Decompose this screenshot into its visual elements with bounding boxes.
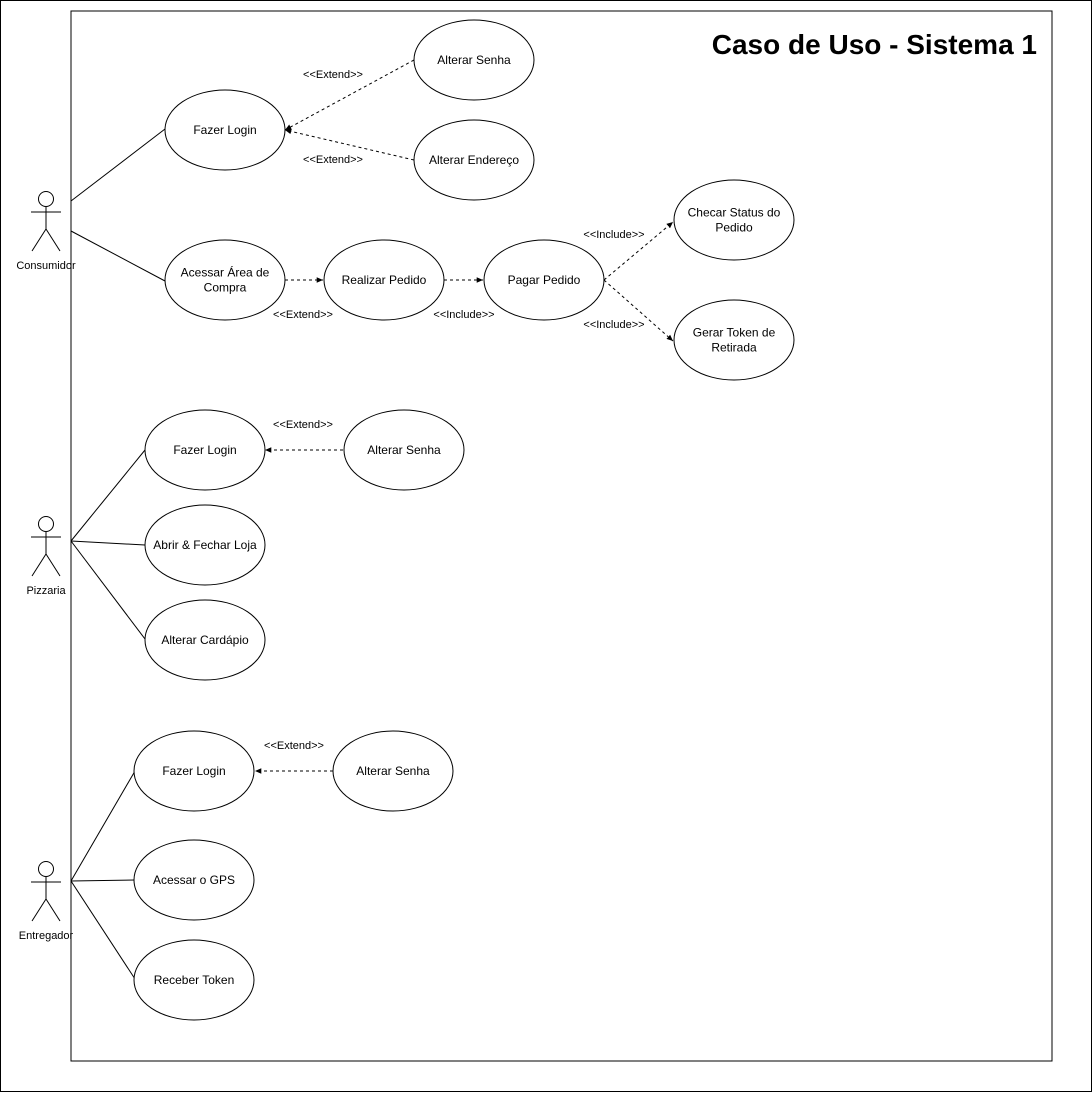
use-case-c-alterar-endereco[interactable]: Alterar Endereço xyxy=(413,119,535,201)
actor-entregador[interactable] xyxy=(31,861,61,922)
stereo-include-pedido-pagar: <<Include>> xyxy=(433,309,494,321)
use-case-ellipse xyxy=(133,730,255,812)
use-case-label: Receber Token xyxy=(154,973,235,987)
associations xyxy=(70,128,166,980)
use-case-label: Realizar Pedido xyxy=(342,273,427,287)
use-case-ellipse xyxy=(332,730,454,812)
use-case-label: Alterar Senha xyxy=(367,443,441,457)
use-case-p-alterar-senha[interactable]: Alterar Senha xyxy=(343,409,465,491)
use-case-p-abrir-fechar[interactable]: Abrir & Fechar Loja xyxy=(144,504,266,586)
assoc-pizzaria-cardapio xyxy=(70,540,146,640)
use-case-label: Alterar Senha xyxy=(437,53,511,67)
stereo-include-token: <<Include>> xyxy=(583,319,644,331)
stereo-extend-c-senha: <<Extend>> xyxy=(303,69,363,81)
system-boundary xyxy=(70,10,1053,1062)
use-case-c-alterar-senha[interactable]: Alterar Senha xyxy=(413,19,535,101)
use-case-ellipse xyxy=(164,239,286,321)
use-case-label: Acessar Área de xyxy=(181,265,270,280)
use-case-label: Acessar o GPS xyxy=(153,873,235,887)
use-case-ellipse xyxy=(144,504,266,586)
use-case-p-alterar-cardapio[interactable]: Alterar Cardápio xyxy=(144,599,266,681)
assoc-consumidor-login xyxy=(70,128,166,202)
use-case-c-realizar-pedido[interactable]: Realizar Pedido xyxy=(323,239,445,321)
use-case-label: Alterar Cardápio xyxy=(161,633,249,647)
extend-c-endereco-login xyxy=(284,128,415,161)
use-case-label: Compra xyxy=(204,281,247,295)
stereo-extend-e-senha: <<Extend>> xyxy=(264,740,324,752)
use-case-e-receber-token[interactable]: Receber Token xyxy=(133,939,255,1021)
use-case-ellipse xyxy=(164,89,286,171)
use-case-label: Fazer Login xyxy=(173,443,236,457)
actor-pizzaria[interactable] xyxy=(31,516,61,577)
diagram-title: Caso de Uso - Sistema 1 xyxy=(712,29,1037,60)
stereo-include-status: <<Include>> xyxy=(583,229,644,241)
assoc-entregador-token xyxy=(70,880,136,980)
use-case-ellipse xyxy=(343,409,465,491)
assoc-pizzaria-loja xyxy=(70,540,146,546)
use-case-label: Pagar Pedido xyxy=(508,273,581,287)
include-pagar-token xyxy=(603,279,674,342)
stereo-extend-c-endereco: <<Extend>> xyxy=(303,154,363,166)
assoc-pizzaria-login xyxy=(70,449,146,542)
use-case-ellipse xyxy=(144,599,266,681)
use-case-label: Pedido xyxy=(715,221,753,235)
use-case-c-pagar-pedido[interactable]: Pagar Pedido xyxy=(483,239,605,321)
use-case-e-fazer-login[interactable]: Fazer Login xyxy=(133,730,255,812)
use-case-ellipse xyxy=(673,299,795,381)
actor-label-entregador: Entregador xyxy=(19,930,74,942)
use-case-label: Alterar Senha xyxy=(356,764,430,778)
use-case-c-fazer-login[interactable]: Fazer Login xyxy=(164,89,286,171)
actor-label-consumidor: Consumidor xyxy=(16,260,76,272)
actor-consumidor[interactable] xyxy=(31,191,61,252)
stereo-extend-p-senha: <<Extend>> xyxy=(273,419,333,431)
extend-c-senha-login xyxy=(284,59,415,131)
use-case-label: Gerar Token de xyxy=(693,326,776,340)
assoc-entregador-login xyxy=(70,770,136,882)
use-case-ellipse xyxy=(413,119,535,201)
use-case-ellipse xyxy=(133,939,255,1021)
use-case-ellipse xyxy=(673,179,795,261)
use-case-ellipse xyxy=(133,839,255,921)
use-case-ellipse xyxy=(323,239,445,321)
use-case-ellipse xyxy=(144,409,266,491)
assoc-consumidor-area xyxy=(70,230,166,282)
stereo-extend-area-pedido: <<Extend>> xyxy=(273,309,333,321)
use-case-label: Retirada xyxy=(711,341,757,355)
use-case-label: Fazer Login xyxy=(193,123,256,137)
dependencies xyxy=(255,59,674,774)
use-case-e-acessar-gps[interactable]: Acessar o GPS xyxy=(133,839,255,921)
use-case-label: Abrir & Fechar Loja xyxy=(153,538,257,552)
use-case-e-alterar-senha[interactable]: Alterar Senha xyxy=(332,730,454,812)
use-case-ellipse xyxy=(483,239,605,321)
use-case-ellipse xyxy=(413,19,535,101)
actor-label-pizzaria: Pizzaria xyxy=(26,585,66,597)
assoc-entregador-gps xyxy=(70,879,136,882)
use-case-label: Checar Status do xyxy=(688,206,781,220)
use-case-p-fazer-login[interactable]: Fazer Login xyxy=(144,409,266,491)
use-case-label: Alterar Endereço xyxy=(429,153,519,167)
use-case-label: Fazer Login xyxy=(162,764,225,778)
